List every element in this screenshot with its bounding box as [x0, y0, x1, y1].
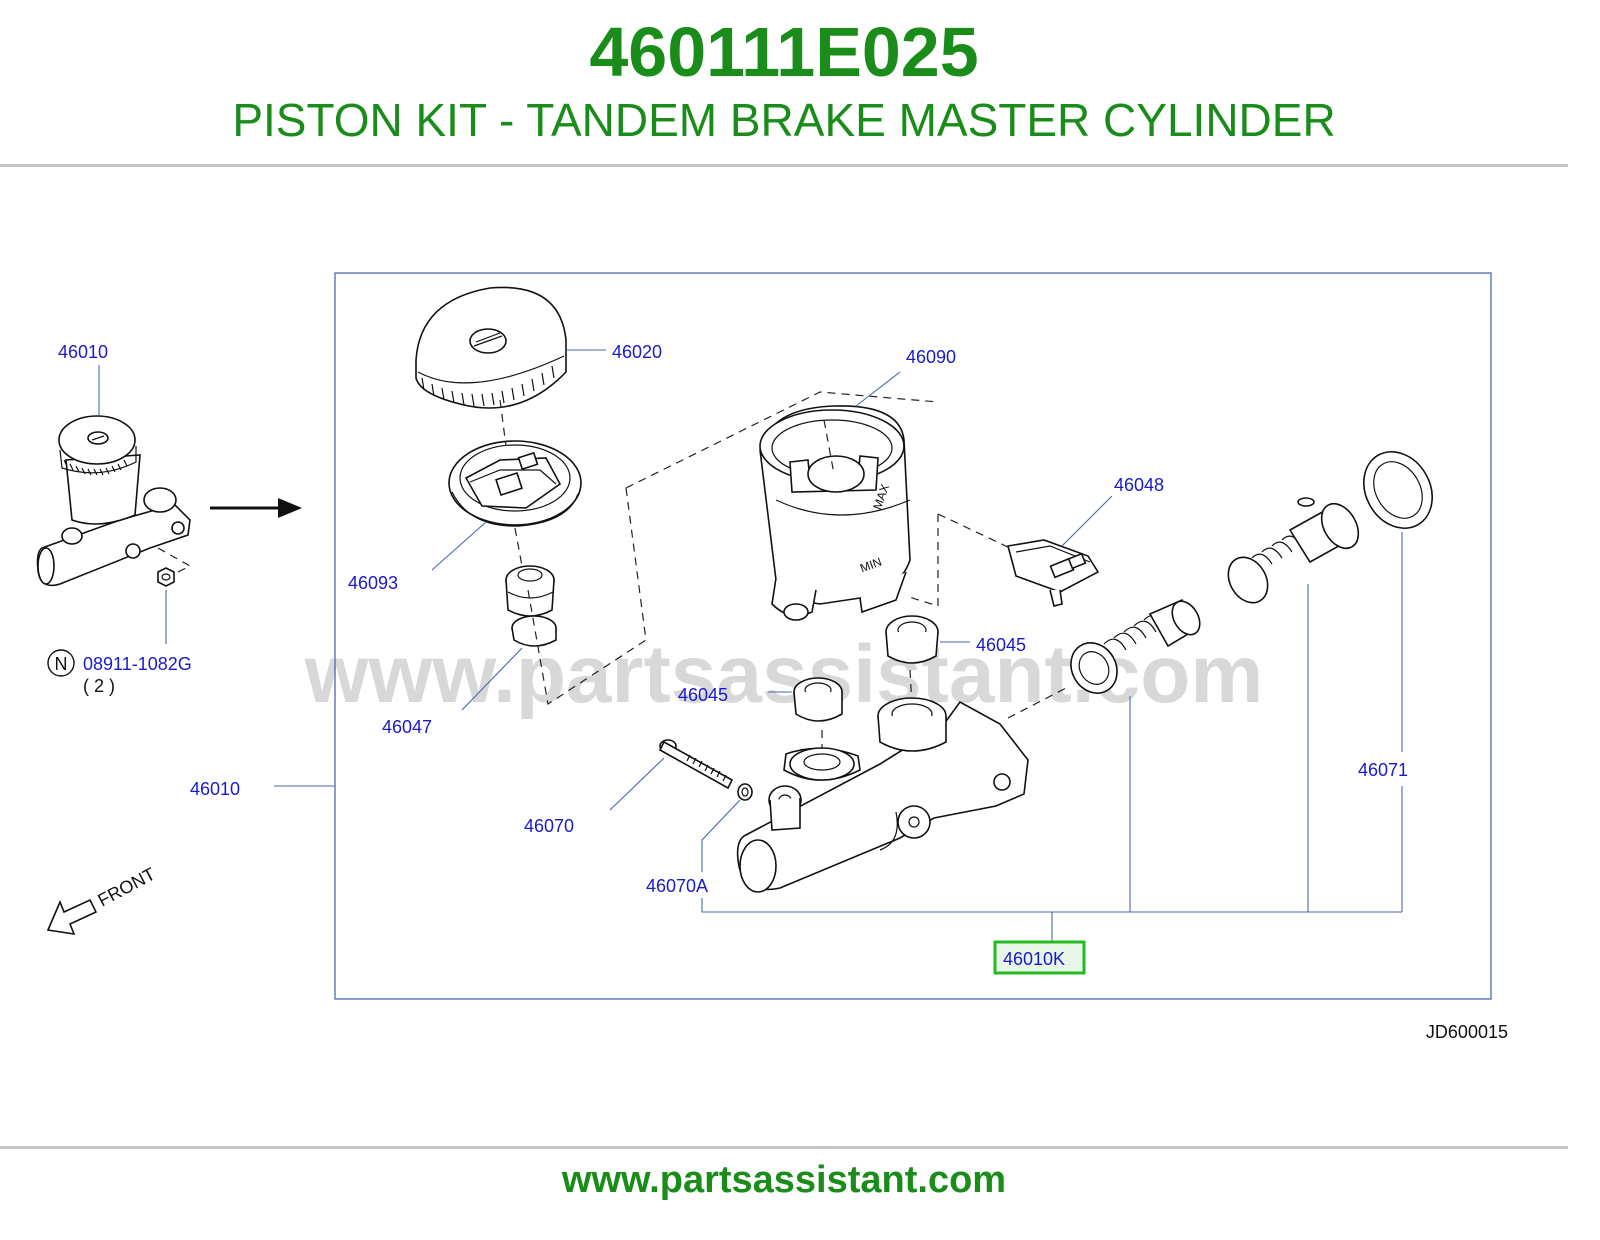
leader-46047	[461, 647, 523, 711]
callout-46010-left[interactable]: 46010	[58, 342, 108, 362]
leader-46090	[855, 371, 901, 407]
footer-divider	[0, 1146, 1568, 1149]
callout-46070[interactable]: 46070	[524, 816, 574, 836]
watermark: www.partsassistant.com	[304, 629, 1264, 720]
dash-strainer-valve	[514, 527, 523, 567]
callout-46020[interactable]: 46020	[612, 342, 662, 362]
part-number: 460111E025	[589, 13, 979, 91]
master-cylinder-overview-drawing	[36, 415, 192, 587]
cup-seal-drawing	[1363, 451, 1433, 529]
highlight-46010K	[993, 940, 1086, 975]
callout-08911-1082G[interactable]: 08911-1082G	[83, 654, 192, 674]
front-label: FRONT	[94, 864, 158, 911]
leader-46070A	[701, 799, 741, 872]
dash-valve-outline	[527, 487, 647, 705]
dash-cap-strainer	[499, 399, 507, 447]
dash-cap-tank	[625, 391, 939, 489]
leader-46093	[431, 521, 487, 571]
part-title: PISTON KIT - TANDEM BRAKE MASTER CYLINDE…	[232, 94, 1336, 146]
diagram-code: JD600015	[1426, 1022, 1508, 1042]
master-cylinder-body-drawing	[736, 697, 1029, 893]
callout-46045-a[interactable]: 46045	[976, 635, 1026, 655]
callout-46090[interactable]: 46090	[906, 347, 956, 367]
nut-quantity: ( 2 )	[83, 676, 115, 696]
reservoir-cap-drawing	[415, 286, 567, 409]
callout-46093[interactable]: 46093	[348, 573, 398, 593]
kit-bracket-bottom	[701, 898, 1402, 913]
fluid-level-switch-drawing	[1007, 539, 1100, 607]
check-valve-drawing	[505, 565, 557, 647]
callout-46045-b[interactable]: 46045	[678, 685, 728, 705]
front-direction-arrow	[46, 898, 98, 936]
bolt-drawing	[658, 739, 753, 801]
footer-url[interactable]: www.partsassistant.com	[561, 1159, 1007, 1201]
arrow-to-exploded-view	[210, 498, 302, 518]
leader-46070	[609, 757, 665, 811]
primary-piston-drawing	[1070, 598, 1201, 694]
nut-marker-letter: N	[55, 654, 68, 674]
exploded-parts-diagram: www.partsassistant.com FRONT	[36, 272, 1508, 1042]
callout-46070A[interactable]: 46070A	[646, 876, 708, 896]
secondary-piston-drawing	[1227, 497, 1360, 604]
strainer-drawing	[448, 440, 582, 527]
grommet-upper-drawing	[885, 615, 939, 664]
header-divider	[0, 164, 1568, 167]
leader-46048	[1061, 495, 1113, 547]
dash-tank-center	[823, 419, 835, 475]
dash-switch	[905, 513, 1011, 607]
grommet-lower-drawing	[793, 677, 843, 722]
callout-46010-box[interactable]: 46010	[190, 779, 240, 799]
assembly-frame	[334, 272, 1492, 1000]
callout-46071[interactable]: 46071	[1358, 760, 1408, 780]
dash-piston	[1007, 685, 1071, 719]
callout-46010K[interactable]: 46010K	[1003, 949, 1065, 969]
nut-marker-circle	[47, 649, 75, 677]
reservoir-tank-drawing: MAX MIN	[759, 405, 911, 621]
callout-46048[interactable]: 46048	[1114, 475, 1164, 495]
callout-46047[interactable]: 46047	[382, 717, 432, 737]
